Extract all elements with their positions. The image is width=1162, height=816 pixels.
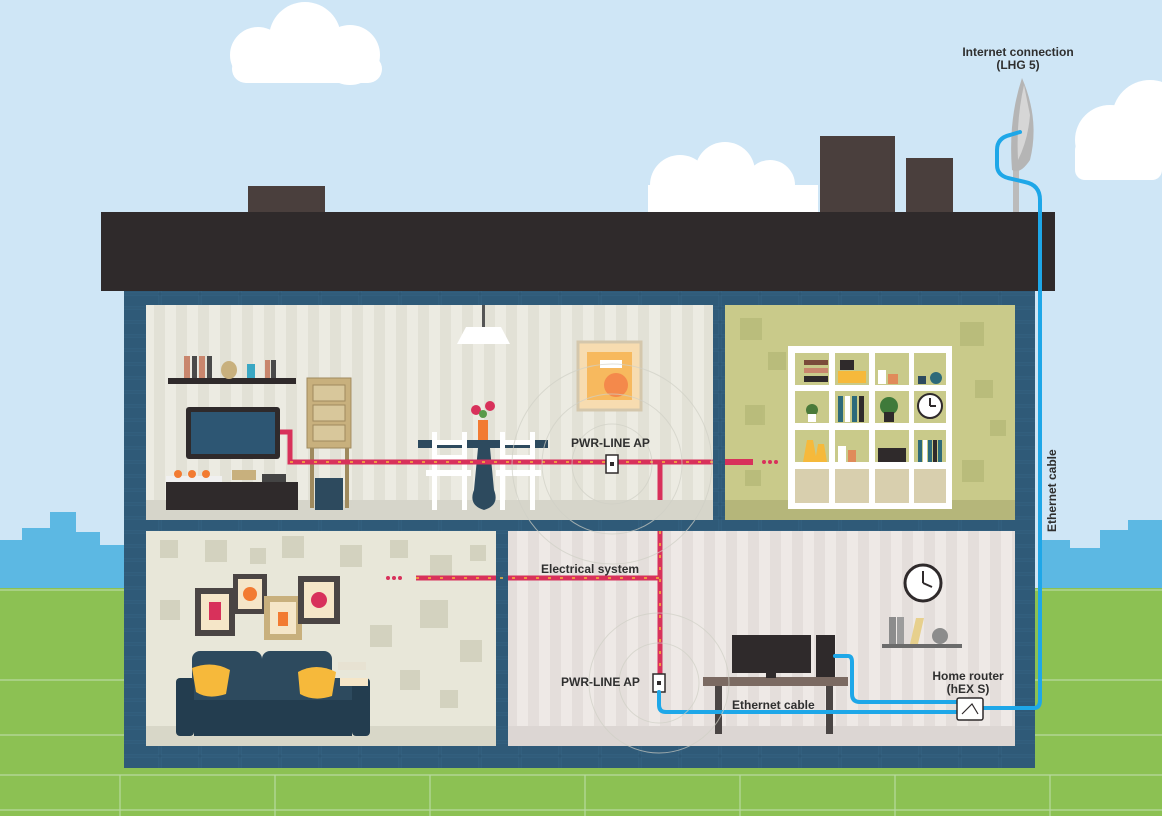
electrical-system-label: Electrical system (541, 562, 640, 576)
cloud (1075, 80, 1162, 180)
framed-art (576, 340, 643, 412)
computer-monitor (732, 635, 835, 678)
wall-pattern (740, 318, 1006, 486)
internet-connection-title: Internet connection (962, 45, 1074, 59)
city-skyline (0, 512, 1162, 590)
roof (101, 212, 1055, 291)
home-router-label: Home router (hEX S) (922, 670, 1014, 696)
wall-pattern (160, 536, 486, 708)
home-router-title: Home router (932, 669, 1004, 683)
wall-pictures (195, 574, 340, 640)
cloud (230, 2, 382, 85)
ceiling-lamp (457, 305, 510, 344)
wall-shelf (168, 356, 296, 384)
office-shelf (882, 617, 962, 648)
internet-connection-label: Internet connection (LHG 5) (950, 46, 1086, 72)
electrical-wiring-dots (290, 461, 713, 675)
ethernet-cable-vertical-label: Ethernet cable (1045, 449, 1059, 532)
ethernet-cable (657, 130, 1042, 714)
dining-chair (426, 432, 471, 510)
side-table (338, 662, 368, 686)
wall-clock (903, 563, 943, 603)
drawer-cabinet (306, 377, 352, 510)
internet-device-name: (LHG 5) (996, 58, 1040, 72)
chimney (248, 186, 325, 216)
pwr-line-ap-upper-label: PWR-LINE AP (571, 436, 650, 450)
bookcase (788, 346, 952, 509)
chimney (820, 136, 895, 216)
ethernet-cable-lower-label: Ethernet cable (732, 698, 815, 712)
cloud (648, 142, 818, 215)
home-router-device-name: (hEX S) (946, 682, 990, 696)
tv-stand (166, 470, 298, 510)
dining-chair (496, 432, 541, 510)
wifi-coverage (511, 363, 730, 754)
sofa (176, 651, 370, 736)
television (186, 407, 280, 459)
wiring-continuation (386, 459, 778, 580)
chimney (906, 158, 953, 216)
home-router-device (956, 697, 984, 721)
pwr-line-ap-lower-label: PWR-LINE AP (561, 675, 640, 689)
